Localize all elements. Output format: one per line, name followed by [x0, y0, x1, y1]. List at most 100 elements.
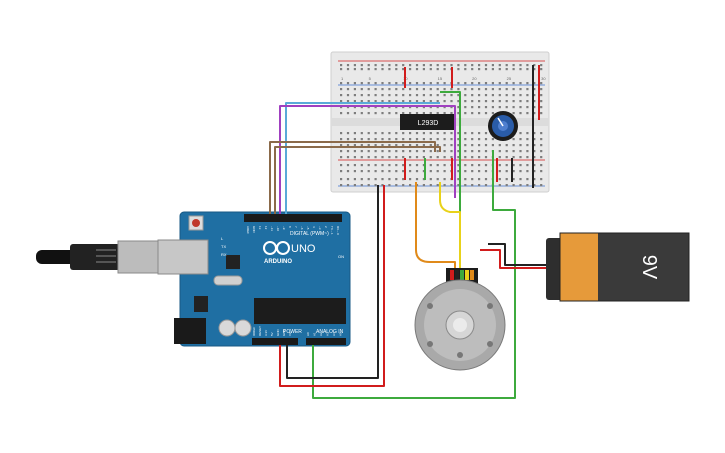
breadboard-hole: [478, 64, 481, 67]
breadboard-hole: [519, 68, 522, 71]
breadboard-hole: [353, 88, 356, 91]
breadboard-hole: [360, 106, 363, 109]
breadboard-hole: [471, 150, 474, 153]
breadboard-hole: [498, 82, 501, 85]
breadboard-hole: [484, 106, 488, 109]
breadboard-hole: [367, 68, 370, 71]
breadboard-hole: [464, 112, 467, 115]
breadboard-hole: [402, 112, 405, 115]
breadboard-hole: [436, 112, 439, 115]
breadboard-hole: [367, 88, 370, 91]
breadboard-hole: [526, 64, 529, 67]
breadboard-hole: [464, 64, 467, 67]
breadboard-hole: [478, 94, 481, 97]
breadboard-hole: [533, 156, 536, 159]
breadboard-hole: [540, 132, 543, 135]
breadboard-hole: [415, 94, 419, 97]
breadboard-hole: [505, 170, 508, 173]
digital-pin-label: 7: [294, 226, 298, 228]
breadboard-hole: [491, 106, 494, 109]
breadboard-hole: [533, 106, 536, 109]
breadboard-hole: [457, 156, 460, 159]
breadboard-hole: [415, 82, 419, 85]
breadboard-hole: [512, 178, 515, 181]
breadboard-hole: [505, 144, 508, 147]
breadboard-hole: [471, 178, 474, 181]
wires: [269, 65, 552, 399]
breadboard-hole: [498, 94, 501, 97]
breadboard-hole: [353, 170, 356, 173]
breadboard-hole: [540, 164, 543, 167]
breadboard-hole: [415, 150, 419, 153]
breadboard-hole: [484, 178, 488, 181]
breadboard-hole: [346, 144, 350, 147]
breadboard-hole: [505, 94, 508, 97]
breadboard-hole: [519, 178, 522, 181]
breadboard-hole: [381, 156, 384, 159]
breadboard-hole: [388, 64, 391, 67]
breadboard-hole: [457, 88, 460, 91]
breadboard-hole: [436, 184, 439, 187]
analog-label: ANALOG IN: [316, 329, 344, 335]
breadboard-hole: [436, 88, 439, 91]
atmega-chip: [254, 298, 346, 324]
breadboard-hole: [436, 94, 439, 97]
breadboard-hole: [353, 150, 356, 153]
breadboard-hole: [381, 94, 384, 97]
breadboard-hole: [422, 82, 425, 85]
breadboard-hole: [519, 156, 522, 159]
breadboard-column-number: 30: [541, 76, 546, 81]
breadboard-hole: [429, 184, 432, 187]
breadboard-hole: [457, 82, 460, 85]
breadboard-hole: [478, 150, 481, 153]
breadboard-hole: [519, 138, 522, 141]
breadboard-hole: [360, 170, 363, 173]
breadboard-hole: [374, 106, 377, 109]
breadboard-hole: [415, 68, 419, 71]
breadboard-hole: [402, 150, 405, 153]
breadboard-hole: [443, 112, 446, 115]
breadboard-hole: [478, 132, 481, 135]
breadboard-hole: [450, 112, 453, 115]
breadboard-hole: [533, 68, 536, 71]
breadboard-hole: [409, 156, 412, 159]
wire-brown-2: [274, 146, 441, 214]
breadboard-hole: [540, 100, 543, 103]
breadboard-hole: [374, 164, 377, 167]
breadboard-hole: [409, 132, 412, 135]
digital-pin-label: 13: [258, 226, 262, 230]
breadboard-hole: [519, 184, 522, 187]
breadboard-hole: [402, 132, 405, 135]
breadboard-hole: [402, 144, 405, 147]
breadboard-hole: [471, 184, 474, 187]
breadboard-hole: [353, 164, 356, 167]
breadboard-hole: [526, 138, 529, 141]
breadboard-hole: [443, 164, 446, 167]
breadboard-hole: [457, 138, 460, 141]
wire-black-battery: [488, 243, 552, 266]
breadboard-hole: [353, 82, 356, 85]
breadboard-hole: [484, 144, 488, 147]
capacitor: [234, 319, 252, 337]
breadboard-hole: [491, 100, 494, 103]
breadboard-hole: [464, 178, 467, 181]
breadboard-hole: [409, 68, 412, 71]
breadboard-hole: [491, 138, 494, 141]
breadboard-hole: [436, 156, 439, 159]
breadboard-hole: [443, 64, 446, 67]
breadboard-hole: [422, 184, 425, 187]
digital-pin-label: ~3: [318, 226, 322, 230]
battery-9v: 9V: [546, 232, 690, 302]
breadboard-hole: [533, 150, 536, 153]
breadboard-hole: [457, 144, 460, 147]
breadboard-hole: [512, 112, 515, 115]
potentiometer[interactable]: [488, 111, 518, 141]
breadboard-hole: [395, 144, 398, 147]
breadboard-hole: [436, 164, 439, 167]
breadboard-hole: [422, 156, 425, 159]
breadboard-hole: [436, 132, 439, 135]
breadboard-hole: [374, 68, 377, 71]
power-pin-label: 3.3V: [264, 330, 268, 336]
breadboard-hole: [415, 132, 419, 135]
breadboard-column-number: 1: [341, 76, 344, 81]
